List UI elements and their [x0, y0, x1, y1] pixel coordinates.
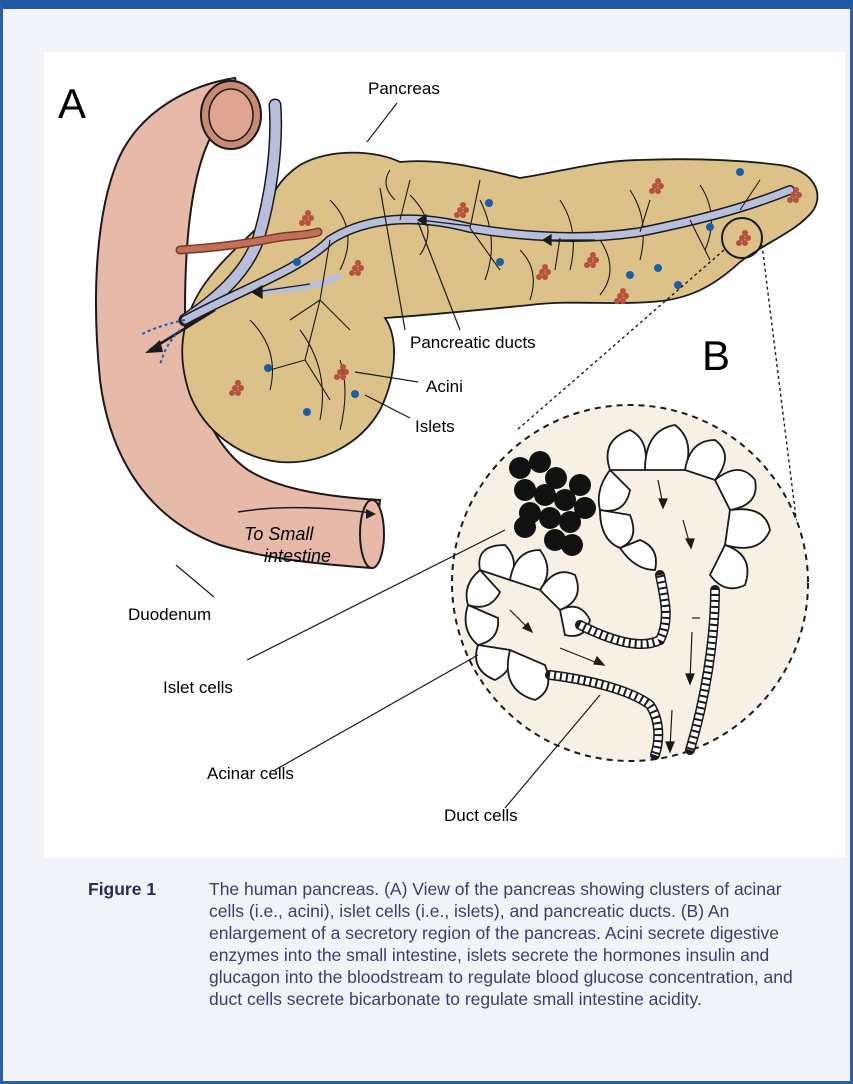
figure-number: Figure 1 [88, 878, 156, 900]
label-acinar-cells: Acinar cells [207, 764, 294, 783]
label-to-small-line2: intestine [264, 546, 331, 566]
label-acini: Acini [426, 377, 463, 396]
inset-enlargement [452, 405, 808, 761]
label-duct-cells: Duct cells [444, 806, 518, 825]
figure-caption: Figure 1 The human pancreas. (A) View of… [88, 878, 818, 1010]
label-islets: Islets [415, 417, 455, 436]
pancreas-body [182, 153, 817, 463]
label-islet-cells: Islet cells [163, 678, 233, 697]
label-pancreas: Pancreas [368, 79, 440, 98]
label-duodenum: Duodenum [128, 605, 211, 624]
panel-label-b: B [702, 332, 730, 379]
panel-label-a: A [58, 80, 86, 127]
label-pancreatic-ducts: Pancreatic ducts [410, 333, 536, 352]
label-to-small-line1: To Small [244, 524, 314, 544]
caption-text: The human pancreas. (A) View of the panc… [88, 878, 818, 1010]
